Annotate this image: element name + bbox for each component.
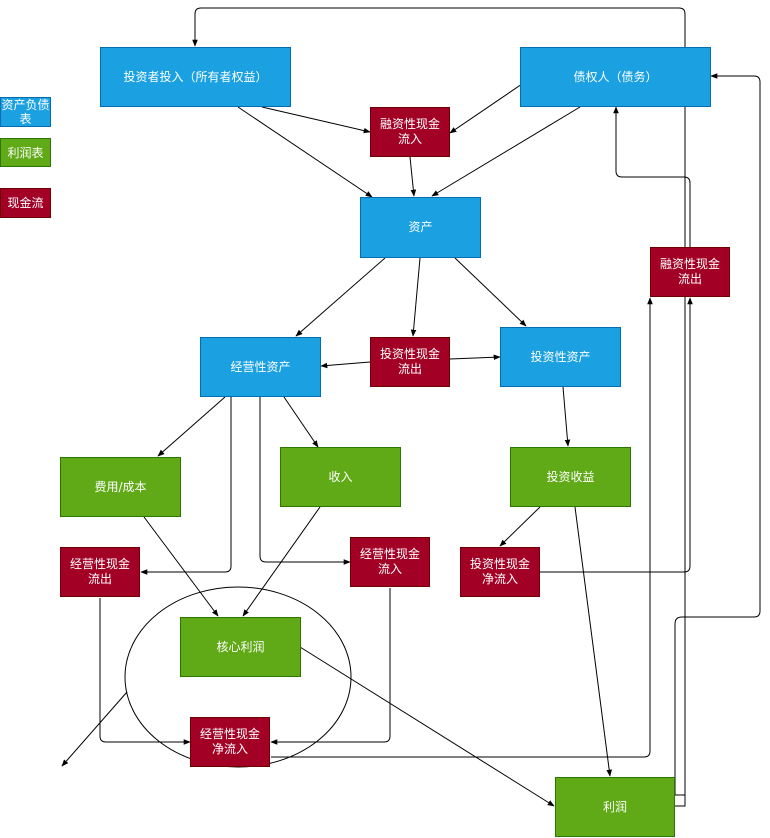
edge-operating-to-revenue [283, 396, 319, 448]
edge-operating-outflow-to-net [99, 598, 191, 745]
legend-income-statement: 利润表 [0, 138, 51, 167]
edge-assets-to-investing-assets [454, 257, 527, 327]
node-operating-outflow[interactable]: 经营性现金流出 [60, 547, 140, 597]
edge-investing-outflow-to-investing [449, 354, 501, 361]
node-revenue[interactable]: 收入 [280, 447, 401, 507]
node-operating-assets[interactable]: 经营性资产 [200, 337, 321, 397]
node-creditor[interactable]: 债权人（债务） [520, 47, 711, 107]
node-investing-net-inflow[interactable]: 投资性现金净流入 [460, 547, 540, 597]
edge-investing-net-to-financing-outflow [540, 297, 693, 573]
node-investor-input[interactable]: 投资者投入（所有者权益） [100, 47, 291, 107]
node-operating-net-inflow[interactable]: 经营性现金净流入 [190, 717, 270, 767]
core-zone-circle [124, 586, 352, 768]
edge-profit-to-creditor [674, 73, 761, 796]
edge-investing-assets-to-income [562, 386, 571, 447]
node-expense-cost[interactable]: 费用/成本 [60, 457, 181, 517]
legend-balance-sheet: 资产负债表 [0, 97, 51, 127]
edge-financing-inflow-to-assets [409, 156, 417, 197]
edge-operating-to-operating-inflow [259, 397, 351, 565]
node-investment-income[interactable]: 投资收益 [510, 447, 631, 507]
edge-investor-to-assets [237, 106, 373, 198]
node-investing-outflow[interactable]: 投资性现金流出 [370, 337, 450, 387]
node-operating-inflow[interactable]: 经营性现金流入 [350, 537, 430, 587]
edge-core-to-profit [299, 646, 555, 807]
edge-revenue-to-core [242, 506, 321, 617]
node-profit[interactable]: 利润 [555, 777, 675, 837]
legend-cash-flow: 现金流 [0, 188, 51, 218]
edge-income-to-investing-net [499, 506, 541, 547]
edge-creditor-to-financing-inflow [449, 83, 523, 134]
node-core-profit[interactable]: 核心利润 [180, 617, 301, 677]
edge-profit-to-investor [192, 7, 686, 807]
edge-operating-inflow-to-net [270, 588, 391, 745]
edge-stray [61, 691, 128, 767]
edge-operating-to-expense [157, 396, 226, 457]
edge-creditor-to-assets [431, 106, 581, 197]
edge-assets-to-investing-outflow [410, 257, 421, 337]
edge-financing-outflow-to-creditor [613, 106, 691, 247]
node-financing-outflow[interactable]: 融资性现金流出 [650, 247, 730, 297]
edge-investing-outflow-to-operating [320, 361, 371, 369]
edge-operating-to-operating-outflow [140, 397, 232, 575]
edge-expense-to-core [143, 516, 219, 617]
edge-investor-to-financing-inflow [261, 106, 371, 134]
node-investing-assets[interactable]: 投资性资产 [500, 327, 621, 387]
edge-operating-net-to-financing-outflow [271, 297, 653, 758]
node-financing-inflow[interactable]: 融资性现金流入 [370, 107, 450, 157]
node-assets[interactable]: 资产 [360, 197, 481, 258]
edge-assets-to-operating [295, 257, 386, 337]
edge-income-to-profit [574, 506, 612, 777]
